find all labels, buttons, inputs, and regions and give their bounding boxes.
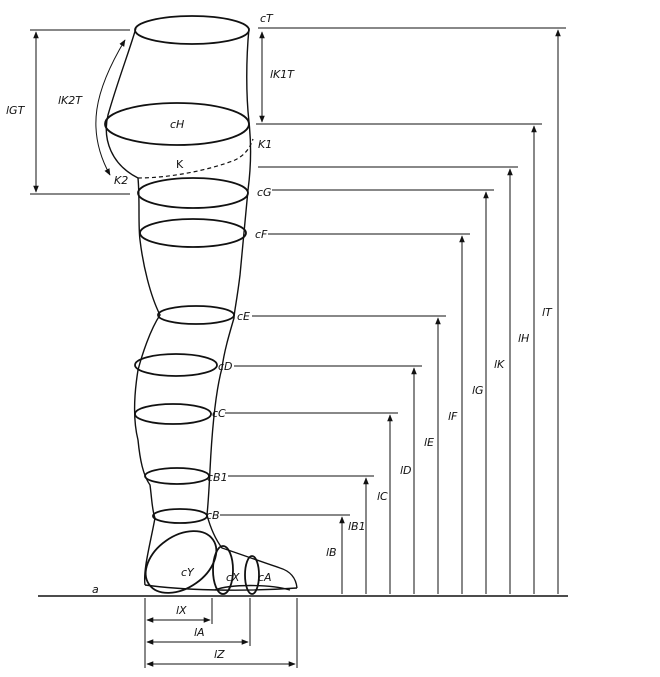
label-lX: lX: [176, 604, 187, 617]
ring-cY: [144, 530, 218, 594]
ring-cD: [134, 353, 218, 377]
ring-cB1: [144, 467, 210, 485]
label-lZ: lZ: [214, 648, 225, 661]
foot-dimensions: [144, 598, 298, 668]
ring-cC: [134, 403, 212, 425]
label-cD: cD: [218, 360, 233, 373]
label-lK2T: lK2T: [58, 94, 83, 107]
label-cY: cY: [181, 566, 195, 579]
label-K2: K2: [114, 174, 128, 187]
label-lGT: lGT: [6, 104, 26, 117]
height-arrows: [33, 29, 561, 594]
label-lD: lD: [400, 464, 412, 477]
label-lK: lK: [494, 358, 505, 371]
label-cX: cX: [226, 571, 240, 584]
label-cF: cF: [255, 228, 268, 241]
label-cC: cC: [212, 407, 226, 420]
label-lG: lG: [472, 384, 484, 397]
ring-cT: [134, 15, 250, 45]
label-lC: lC: [377, 490, 388, 503]
leg-outline: [105, 27, 298, 591]
ring-cA: [244, 555, 260, 595]
k2t-arc: [95, 39, 126, 176]
label-lB1: lB1: [348, 520, 366, 533]
label-K: K: [176, 158, 184, 171]
label-lK1T: lK1T: [270, 68, 295, 81]
label-cB: cB: [206, 509, 220, 522]
label-cA: cA: [258, 571, 272, 584]
ring-cB: [152, 508, 208, 524]
label-cE: cE: [237, 310, 250, 323]
label-cT: cT: [260, 12, 274, 25]
labels: cT cH K1 K K2 cG cF cE cD cC cB1 cB cY c…: [6, 12, 553, 661]
ring-cG: [137, 177, 249, 209]
ring-cE: [157, 305, 235, 325]
label-cG: cG: [257, 186, 272, 199]
ring-cX: [212, 545, 234, 595]
label-cB1: cB1: [207, 471, 228, 484]
label-lT: lT: [542, 306, 553, 319]
label-lB: lB: [326, 546, 337, 559]
label-a: a: [92, 583, 99, 596]
label-cH: cH: [170, 118, 184, 131]
label-lA: lA: [194, 626, 205, 639]
label-lH: lH: [518, 332, 529, 345]
label-lE: lE: [424, 436, 434, 449]
circumference-rings: [104, 15, 260, 595]
label-K1: K1: [258, 138, 272, 151]
leader-lines: [30, 27, 566, 516]
label-lF: lF: [448, 410, 458, 423]
hip-dashed-line: [137, 138, 254, 179]
ring-cF: [139, 218, 247, 248]
